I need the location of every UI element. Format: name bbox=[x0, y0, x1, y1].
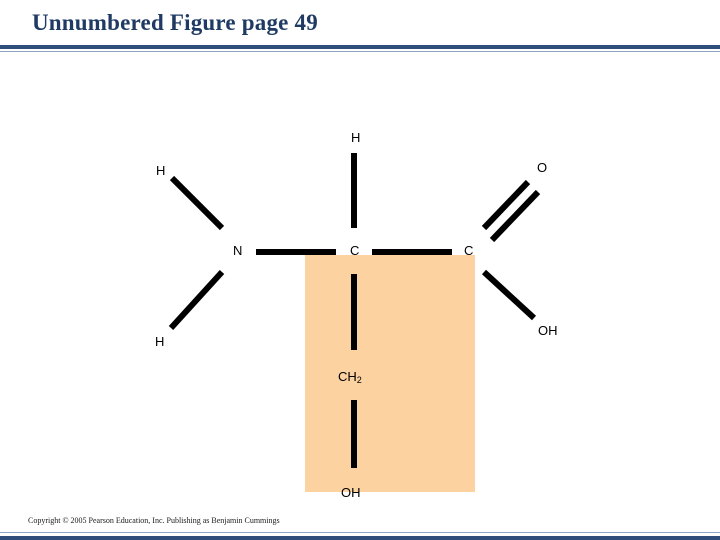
atom-c-alpha: C bbox=[350, 243, 360, 258]
copyright-notice: Copyright © 2005 Pearson Education, Inc.… bbox=[28, 516, 280, 525]
bond-c-o-a bbox=[481, 179, 531, 231]
footer-rule-thin bbox=[0, 532, 720, 533]
molecule-diagram: H H O N C C H OH CH2 OH bbox=[0, 56, 720, 516]
header-rule-thin bbox=[0, 51, 720, 52]
bond-n-h-lower bbox=[168, 269, 225, 331]
atom-c-carboxyl: C bbox=[464, 243, 474, 258]
atom-oh-bottom: OH bbox=[341, 485, 361, 500]
header-rule-thick bbox=[0, 45, 720, 49]
atom-oh-right: OH bbox=[538, 323, 558, 338]
page-title: Unnumbered Figure page 49 bbox=[32, 10, 318, 35]
atom-h-left-upper: H bbox=[156, 163, 166, 178]
atom-h-top: H bbox=[351, 130, 361, 145]
bond-n-h-upper bbox=[169, 175, 225, 231]
bond-c-o-b bbox=[489, 189, 541, 243]
side-chain-highlight bbox=[305, 255, 475, 492]
atom-n-center: N bbox=[233, 243, 243, 258]
bond-lines bbox=[168, 153, 541, 468]
atom-ch2-subscript: 2 bbox=[356, 375, 362, 385]
atom-h-left-lower: H bbox=[155, 334, 165, 349]
bond-c-oh bbox=[481, 269, 537, 321]
footer-rule-thick bbox=[0, 536, 720, 540]
atom-ch2: CH2 bbox=[338, 369, 362, 385]
atom-o-right: O bbox=[537, 160, 548, 175]
atom-ch2-text: CH bbox=[338, 369, 357, 384]
